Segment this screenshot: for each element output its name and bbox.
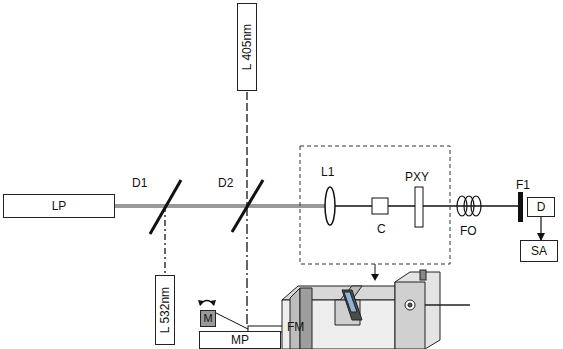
part-label: L1 — [321, 165, 334, 179]
laser-box: L 532nm — [155, 275, 175, 345]
device-box: LP — [3, 194, 115, 218]
dichroic-mirror — [150, 180, 181, 234]
device-box: SA — [520, 240, 558, 262]
node-label: MP — [200, 332, 280, 348]
rotation-arrowhead — [198, 300, 216, 306]
polarizer — [415, 187, 423, 227]
cuvette — [372, 198, 388, 214]
detail-arrowhead — [371, 274, 379, 281]
fiber-coil — [457, 196, 481, 216]
part-label: FM — [287, 320, 304, 334]
filter — [518, 192, 523, 222]
laser-beam — [113, 204, 330, 208]
device-box: D — [527, 197, 555, 217]
node-label: M — [201, 311, 215, 326]
mirror-arm — [214, 312, 248, 329]
module-outline — [300, 146, 450, 264]
violet-beam — [246, 92, 248, 206]
part-label: F1 — [516, 178, 530, 192]
node-label: D — [528, 198, 554, 216]
laser-box: L 405nm — [237, 3, 257, 91]
part-label: C — [377, 222, 386, 236]
part-label: D2 — [218, 176, 233, 190]
node-label: LP — [4, 195, 114, 217]
device-box: M — [200, 310, 216, 327]
signal-arrow — [540, 217, 541, 240]
dichroic-mirror — [232, 180, 263, 232]
beam-line — [330, 205, 520, 207]
part-label: PXY — [405, 170, 429, 184]
node-label: L 532nm — [158, 287, 172, 333]
green-beam — [164, 206, 166, 275]
holder-illustration — [282, 270, 470, 349]
part-label: FO — [460, 224, 477, 238]
device-box: MP — [199, 331, 281, 349]
lens — [325, 187, 335, 225]
part-label: D1 — [132, 176, 147, 190]
node-label: SA — [521, 241, 557, 261]
flip-beam — [246, 206, 248, 326]
node-label: L 405nm — [240, 24, 254, 70]
